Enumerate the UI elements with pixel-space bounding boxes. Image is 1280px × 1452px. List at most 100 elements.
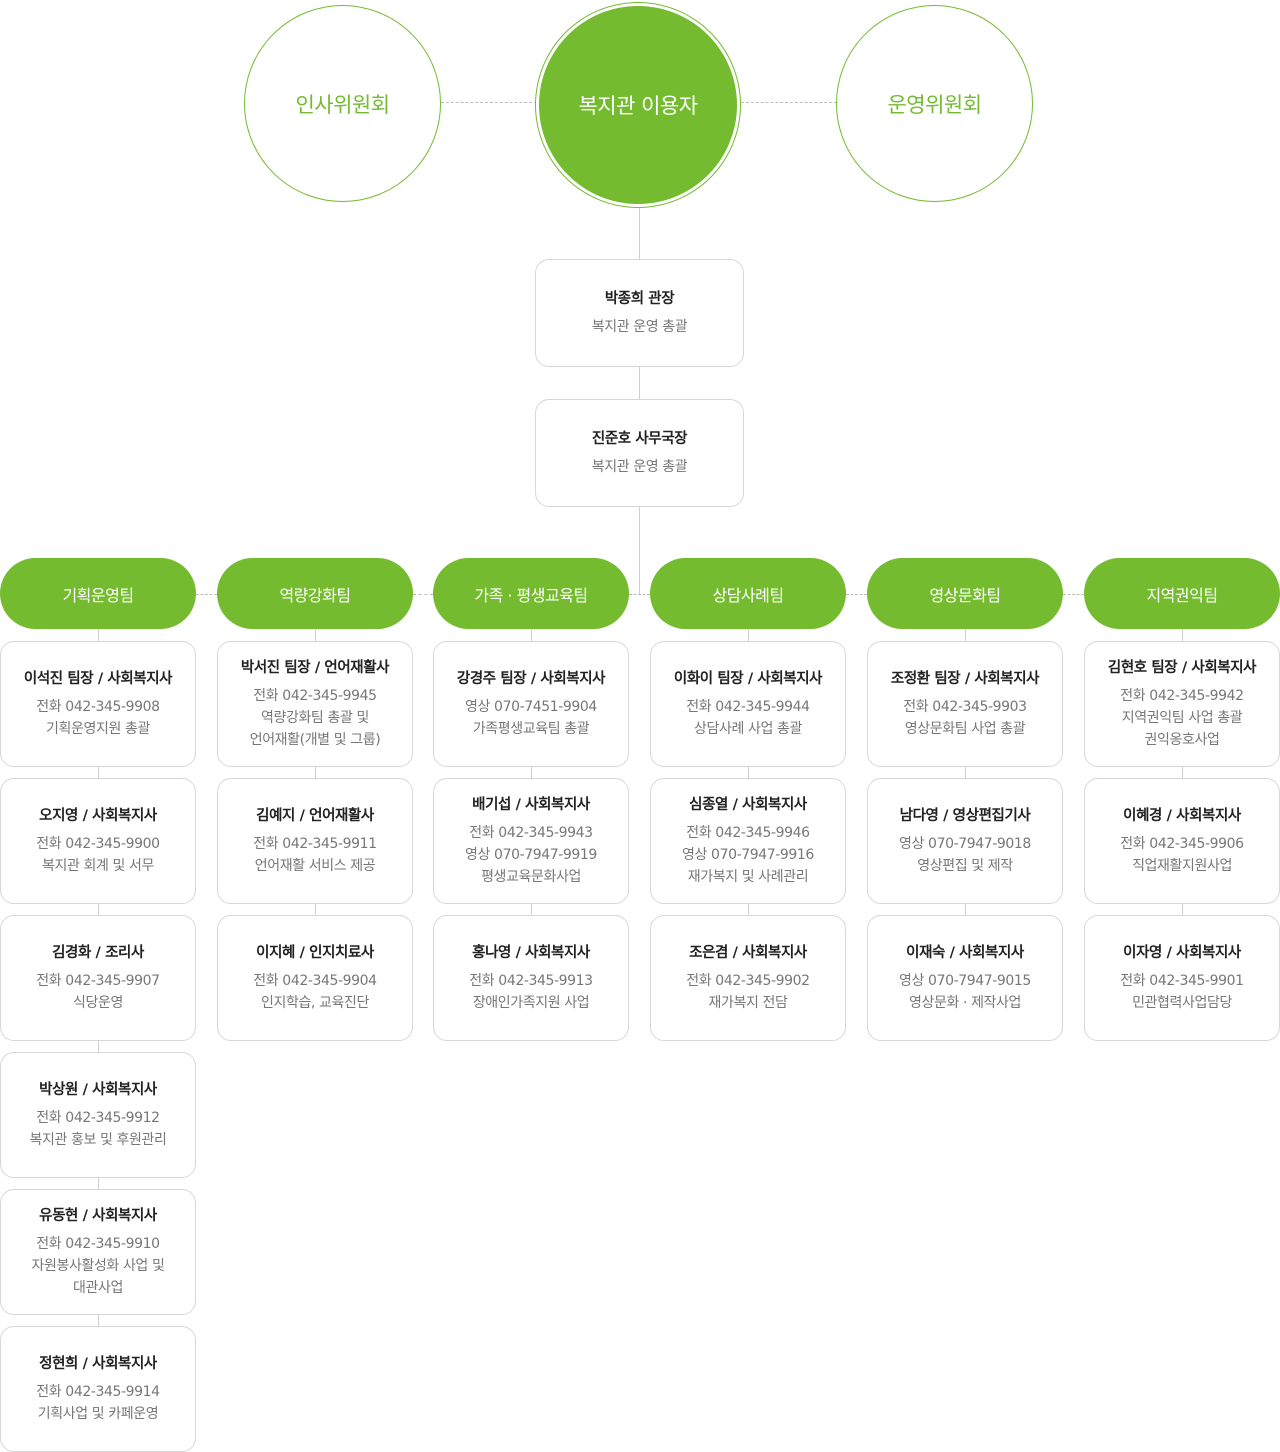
member-name: 이혜경 / 사회복지사 (1123, 808, 1241, 824)
member-detail: 복지관 홍보 및 후원관리 (29, 1132, 167, 1148)
center-users-circle: 복지관 이용자 (539, 6, 737, 204)
member-name: 김현호 팀장 / 사회복지사 (1107, 660, 1257, 676)
member-name: 강경주 팀장 / 사회복지사 (456, 671, 606, 687)
member-detail: 기획사업 및 카페운영 (37, 1406, 159, 1422)
member-detail: 기획운영지원 총괄 (46, 721, 150, 737)
team-column-line (531, 629, 532, 915)
team-column-line (315, 629, 316, 915)
member-name: 오지영 / 사회복지사 (39, 808, 157, 824)
member-name: 홍나영 / 사회복지사 (472, 945, 590, 961)
member-detail: 지역권익팀 사업 총괄 (1121, 710, 1243, 726)
member-detail: 영상편집 및 제작 (917, 858, 1013, 874)
director-role: 복지관 운영 총괄 (591, 319, 688, 335)
member-name: 이지혜 / 인지치료사 (256, 945, 374, 961)
member-detail: 전화 042-345-9908 (36, 699, 160, 715)
team-header: 가족 · 평생교육팀 (433, 558, 629, 629)
team-connector (413, 593, 433, 595)
member-name: 남다영 / 영상편집기사 (899, 808, 1031, 824)
member-detail: 전화 042-345-9901 (1120, 973, 1244, 989)
member-detail: 전화 042-345-9911 (253, 836, 377, 852)
member-detail: 전화 042-345-9946 (686, 825, 810, 841)
member-detail: 직업재활지원사업 (1132, 858, 1232, 874)
team-name: 가족 · 평생교육팀 (474, 585, 588, 605)
member-name: 유동현 / 사회복지사 (39, 1208, 157, 1224)
member-detail: 인지학습, 교육진단 (261, 995, 369, 1011)
team-name: 상담사례팀 (712, 585, 784, 605)
member-detail: 전화 042-345-9907 (36, 973, 160, 989)
member-name: 김예지 / 언어재활사 (256, 808, 374, 824)
personnel-committee-circle: 인사위원회 (244, 5, 441, 202)
member-detail: 영상 070-7451-9904 (465, 699, 597, 715)
member-detail: 전화 042-345-9914 (36, 1384, 160, 1400)
member-detail: 재가복지 및 사례관리 (687, 869, 809, 885)
member-detail: 자원봉사활성화 사업 및 (31, 1258, 165, 1274)
member-detail: 재가복지 전담 (708, 995, 788, 1011)
member-detail: 식당운영 (73, 995, 123, 1011)
member-name: 김경화 / 조리사 (52, 945, 144, 961)
team-column-line (965, 629, 966, 915)
team-column-line (1182, 629, 1183, 915)
team-connector (629, 593, 650, 595)
team-name: 지역권익팀 (1146, 585, 1218, 605)
center-users-label: 복지관 이용자 (578, 94, 698, 118)
member-detail: 영상 070-7947-9916 (682, 847, 814, 863)
member-name: 이자영 / 사회복지사 (1123, 945, 1241, 961)
member-detail: 장애인가족지원 사업 (472, 995, 590, 1011)
team-header: 상담사례팀 (650, 558, 846, 629)
member-name: 박상원 / 사회복지사 (39, 1082, 157, 1098)
team-name: 역량강화팀 (279, 585, 351, 605)
director-name: 박종희 관장 (604, 291, 675, 307)
member-detail: 영상 070-7947-9018 (899, 836, 1031, 852)
member-detail: 전화 042-345-9944 (686, 699, 810, 715)
member-detail: 전화 042-345-9900 (36, 836, 160, 852)
secretary-box: 진준호 사무국장 복지관 운영 총괄 (535, 399, 744, 507)
trunk-line-2 (639, 367, 640, 399)
member-detail: 복지관 회계 및 서무 (42, 858, 154, 874)
team-column-line (748, 629, 749, 915)
member-detail: 언어재활(개별 및 그룹) (249, 732, 381, 748)
member-name: 조정환 팀장 / 사회복지사 (890, 671, 1040, 687)
team-header: 영상문화팀 (867, 558, 1063, 629)
director-box: 박종희 관장 복지관 운영 총괄 (535, 259, 744, 367)
member-detail: 평생교육문화사업 (481, 869, 581, 885)
team-connector (1063, 593, 1084, 595)
member-detail: 전화 042-345-9906 (1120, 836, 1244, 852)
team-connector (196, 593, 217, 595)
member-name: 이화이 팀장 / 사회복지사 (673, 671, 823, 687)
member-detail: 전화 042-345-9903 (903, 699, 1027, 715)
trunk-line-3 (639, 507, 640, 594)
secretary-name: 진준호 사무국장 (591, 431, 688, 447)
personnel-committee-label: 인사위원회 (295, 92, 390, 117)
member-name: 박서진 팀장 / 언어재활사 (240, 660, 390, 676)
trunk-line-1 (639, 208, 640, 259)
member-name: 배기섭 / 사회복지사 (472, 797, 590, 813)
member-detail: 전화 042-345-9912 (36, 1110, 160, 1126)
member-detail: 영상 070-7947-9015 (899, 973, 1031, 989)
team-header: 역량강화팀 (217, 558, 413, 629)
member-detail: 전화 042-345-9904 (253, 973, 377, 989)
team-name: 영상문화팀 (929, 585, 1001, 605)
member-name: 이석진 팀장 / 사회복지사 (23, 671, 173, 687)
team-name: 기획운영팀 (62, 585, 134, 605)
member-detail: 영상문화 · 제작사업 (909, 995, 1021, 1011)
member-detail: 권익옹호사업 (1144, 732, 1220, 748)
secretary-role: 복지관 운영 총괄 (591, 459, 688, 475)
team-connector (846, 593, 867, 595)
member-detail: 가족평생교육팀 총괄 (472, 721, 590, 737)
member-name: 정현희 / 사회복지사 (39, 1356, 157, 1372)
